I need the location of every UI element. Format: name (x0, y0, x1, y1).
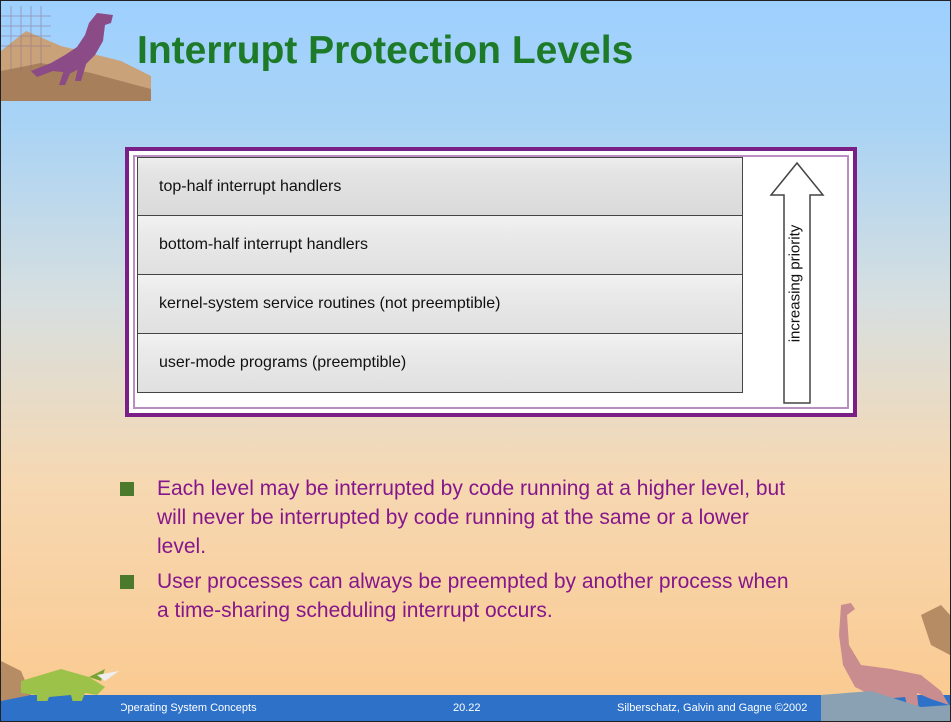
level-user-mode: user-mode programs (preemptible) (137, 334, 743, 393)
bullet-square-icon (120, 575, 134, 589)
dinosaur-top-left-icon (1, 6, 151, 101)
diagram-inner-frame (133, 155, 849, 409)
priority-arrow-icon (769, 161, 825, 404)
footer-page-number: 20.22 (453, 702, 481, 714)
bullet-text: Each level may be interrupted by code ru… (157, 477, 786, 558)
level-top-half: top-half interrupt handlers (137, 157, 743, 216)
levels-stack: top-half interrupt handlers bottom-half … (137, 157, 743, 393)
bullet-item: User processes can always be preempted b… (117, 567, 797, 625)
level-bottom-half: bottom-half interrupt handlers (137, 216, 743, 275)
arrow-label: increasing priority (786, 224, 804, 342)
brontosaurus-bottom-right-icon (821, 603, 950, 721)
bullet-item: Each level may be interrupted by code ru… (117, 474, 797, 561)
bullet-list: Each level may be interrupted by code ru… (117, 474, 797, 631)
slide-title: Interrupt Protection Levels (137, 29, 634, 72)
bullet-square-icon (120, 482, 134, 496)
bullet-text: User processes can always be preempted b… (157, 570, 789, 622)
footer-authors: Silberschatz, Galvin and Gagne ©2002 (617, 702, 808, 714)
arrow-label-wrap: increasing priority (782, 203, 808, 363)
level-kernel-service: kernel-system service routines (not pree… (137, 275, 743, 334)
priority-levels-diagram: top-half interrupt handlers bottom-half … (125, 147, 857, 417)
footer-book-title: Operating System Concepts (119, 702, 257, 714)
triceratops-bottom-left-icon (1, 661, 121, 721)
footer-bar: Operating System Concepts 20.22 Silbersc… (1, 695, 950, 721)
